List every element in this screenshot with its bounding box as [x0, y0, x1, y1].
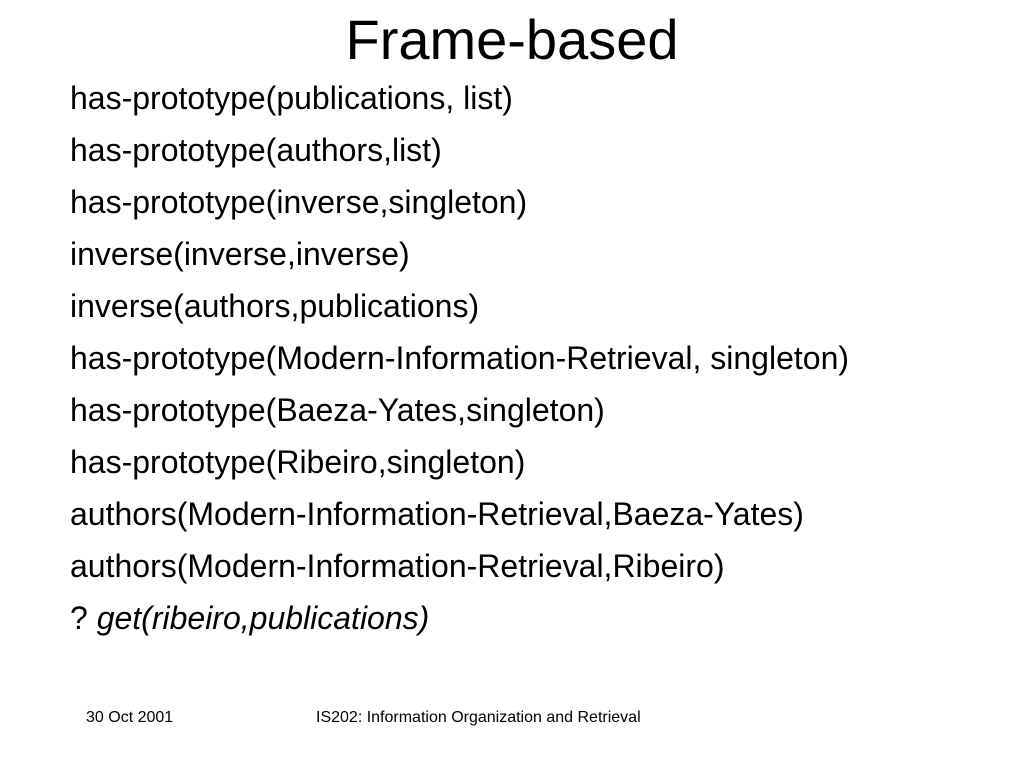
statement-line: has-prototype(inverse,singleton) [70, 184, 528, 220]
statement-line: has-prototype(Ribeiro,singleton) [70, 444, 526, 480]
statement-line: inverse(inverse,inverse) [70, 236, 410, 272]
statement-line: authors(Modern-Information-Retrieval,Bae… [70, 496, 804, 532]
statement-line: has-prototype(Baeza-Yates,singleton) [70, 392, 605, 428]
query-line: ? get(ribeiro,publications) [70, 599, 1000, 637]
statement-line: has-prototype(Modern-Information-Retriev… [70, 340, 850, 376]
statement-line: has-prototype(publications, list) [70, 80, 513, 116]
statement-list: has-prototype(publications, list) has-pr… [70, 79, 1000, 651]
slide-title: Frame-based [345, 8, 679, 71]
statement-line: inverse(authors,publications) [70, 288, 480, 324]
statement-line: has-prototype(authors,list) [70, 132, 442, 168]
footer-course: IS202: Information Organization and Retr… [316, 709, 641, 726]
statement-line: authors(Modern-Information-Retrieval,Rib… [70, 548, 725, 584]
query-prefix: ? [70, 600, 97, 636]
query-text: get(ribeiro,publications) [96, 600, 430, 636]
footer-date: 30 Oct 2001 [86, 709, 174, 726]
